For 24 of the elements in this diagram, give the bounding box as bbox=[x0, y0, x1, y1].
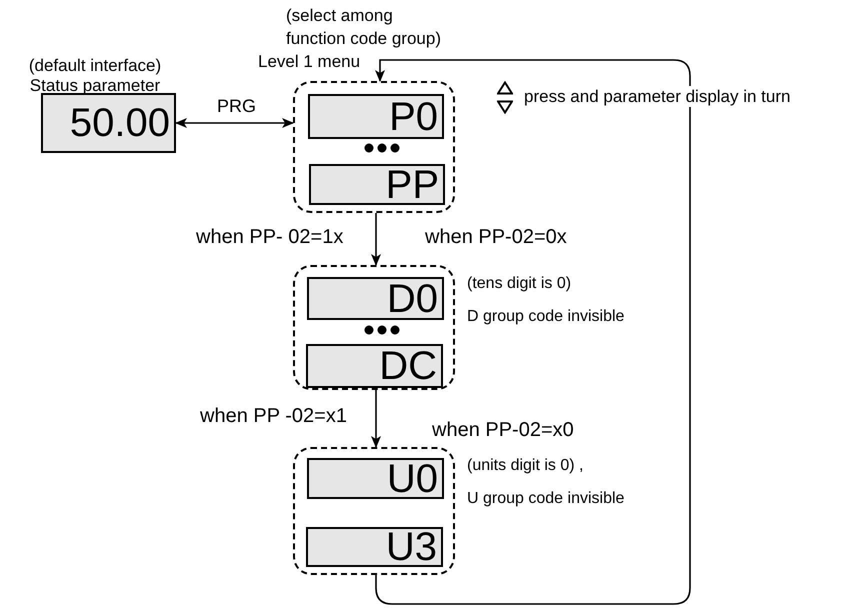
caption-text: (default interface) bbox=[28, 55, 162, 77]
note-text: when PP-02=x0 bbox=[432, 418, 574, 443]
arrow bbox=[375, 59, 691, 605]
arrow bbox=[371, 390, 381, 448]
arrow bbox=[175, 118, 294, 128]
caption-text: Level 1 menu bbox=[258, 51, 362, 73]
dashed-group-frame bbox=[293, 265, 455, 390]
note-text: (tens digit is 0) bbox=[467, 274, 572, 294]
display-box: P0 bbox=[308, 94, 444, 139]
caption-text: (select among function code group) bbox=[286, 5, 442, 50]
display-box: D0 bbox=[307, 277, 444, 320]
display-box: 50.00 bbox=[41, 93, 176, 153]
display-box: PP bbox=[309, 164, 445, 205]
arrow bbox=[371, 213, 381, 266]
note-text: D group code invisible bbox=[467, 307, 624, 327]
note-text: (units digit is 0) , bbox=[467, 456, 584, 476]
display-box: U3 bbox=[306, 527, 443, 567]
note-text: U group code invisible bbox=[467, 489, 624, 509]
dashed-group-frame bbox=[293, 447, 455, 575]
dashed-group-frame bbox=[293, 81, 455, 213]
note-text: when PP-02=0x bbox=[425, 225, 567, 250]
note-text: press and parameter display in turn bbox=[524, 86, 790, 108]
display-box: U0 bbox=[307, 458, 444, 499]
display-box: DC bbox=[306, 344, 443, 388]
